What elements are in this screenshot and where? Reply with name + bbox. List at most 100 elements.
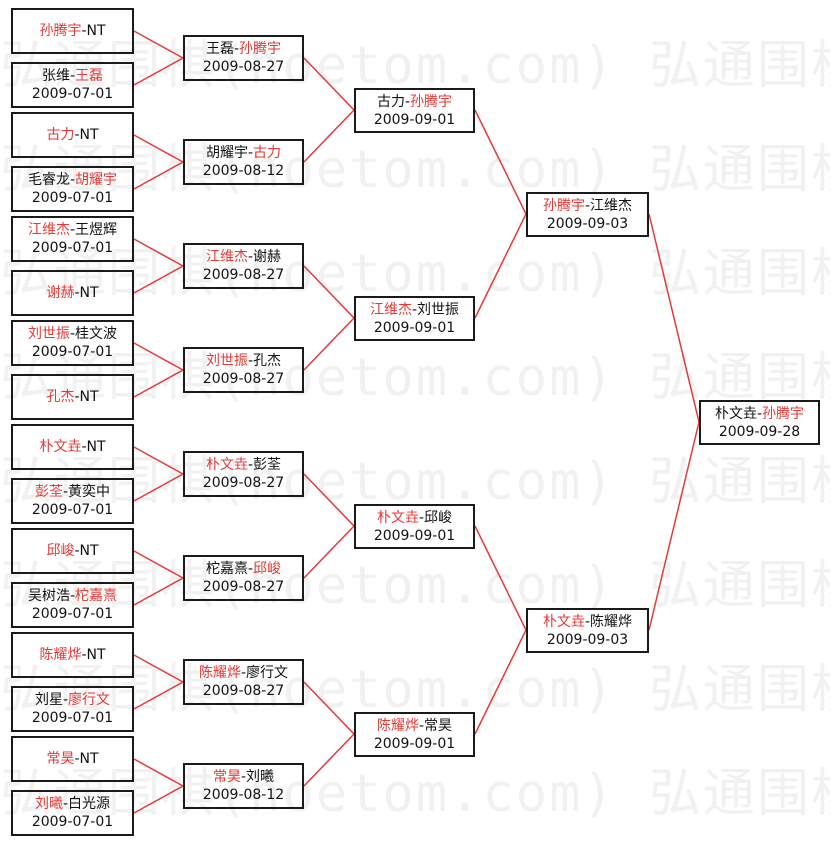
player-b: 孔杰 (253, 353, 282, 369)
match-date: 2009-07-01 (31, 710, 114, 726)
match-date: 2009-09-03 (546, 631, 629, 648)
player-b: NT (79, 543, 99, 559)
player-a: 胡耀宇 (205, 145, 248, 161)
match-box: 陈耀烨-廖行文 2009-08-27 (183, 659, 304, 705)
match-box: 毛睿龙-胡耀宇 2009-07-01 (11, 166, 134, 212)
player-a: 朴文垚 (376, 509, 419, 526)
match-box: 胡耀宇-古力 2009-08-12 (183, 139, 304, 185)
match-players: 陈耀烨-常昊 (376, 717, 453, 734)
player-a: 陈耀烨 (39, 647, 82, 663)
player-a: 刘世振 (205, 353, 248, 369)
match-box: 江维杰-王煜辉 2009-07-01 (11, 216, 134, 262)
match-players: 朴文垚-NT (39, 439, 106, 455)
player-b: 刘曦 (246, 769, 275, 785)
match-date: 2009-08-12 (202, 163, 285, 179)
match-date: 2009-08-27 (202, 371, 285, 387)
player-a: 孔杰 (46, 389, 75, 405)
match-box: 常昊-刘曦 2009-08-12 (183, 763, 304, 809)
match-date: 2009-08-27 (202, 683, 285, 699)
match-players: 刘世振-桂文波 (27, 326, 118, 342)
match-box: 王磊-孙腾宇 2009-08-27 (183, 35, 304, 81)
player-b: 常昊 (424, 717, 453, 734)
match-date: 2009-08-27 (202, 579, 285, 595)
player-a: 陈耀烨 (376, 717, 419, 734)
player-b: NT (86, 439, 106, 455)
match-box: 常昊-NT (11, 736, 134, 782)
match-box: 古力-NT (11, 112, 134, 158)
match-date: 2009-09-01 (373, 527, 456, 544)
player-a: 刘世振 (27, 326, 70, 342)
match-date: 2009-07-01 (31, 814, 114, 830)
player-a: 毛睿龙 (27, 172, 70, 188)
player-a: 江维杰 (205, 249, 248, 265)
match-date: 2009-08-27 (202, 267, 285, 283)
match-players: 朴文垚-孙腾宇 (714, 405, 805, 422)
match-players: 江维杰-王煜辉 (27, 222, 118, 238)
match-date: 2009-07-01 (31, 86, 114, 102)
match-box: 谢赫-NT (11, 270, 134, 316)
match-box: 张维-王磊 2009-07-01 (11, 62, 134, 108)
player-b: 黄奕中 (68, 484, 111, 500)
player-b: 谢赫 (253, 249, 282, 265)
match-players: 谢赫-NT (46, 285, 99, 301)
player-b: 江维杰 (590, 197, 633, 214)
match-players: 柁嘉熹-邱峻 (205, 561, 282, 577)
player-a: 张维 (41, 68, 70, 84)
player-a: 刘曦 (34, 796, 63, 812)
player-b: 柁嘉熹 (75, 588, 118, 604)
match-players: 张维-王磊 (41, 68, 104, 84)
match-box: 朴文垚-彭荃 2009-08-27 (183, 451, 304, 497)
match-players: 江维杰-谢赫 (205, 249, 282, 265)
match-players: 王磊-孙腾宇 (205, 41, 282, 57)
match-date: 2009-09-01 (373, 735, 456, 752)
match-box: 彭荃-黄奕中 2009-07-01 (11, 478, 134, 524)
match-players: 邱峻-NT (46, 543, 99, 559)
match-players: 朴文垚-彭荃 (205, 457, 282, 473)
player-a: 谢赫 (46, 285, 75, 301)
player-b: NT (79, 127, 99, 143)
match-box: 柁嘉熹-邱峻 2009-08-27 (183, 555, 304, 601)
player-a: 孙腾宇 (39, 23, 82, 39)
player-a: 朴文垚 (39, 439, 82, 455)
player-b: NT (79, 285, 99, 301)
player-b: 孙腾宇 (239, 41, 282, 57)
player-b: NT (86, 23, 106, 39)
match-players: 朴文垚-邱峻 (376, 509, 453, 526)
match-box: 江维杰-谢赫 2009-08-27 (183, 243, 304, 289)
match-box: 古力-孙腾宇 2009-09-01 (354, 88, 475, 133)
player-b: 胡耀宇 (75, 172, 118, 188)
player-b: NT (79, 751, 99, 767)
player-b: 王煜辉 (75, 222, 118, 238)
match-box: 刘世振-桂文波 2009-07-01 (11, 320, 134, 366)
match-players: 陈耀烨-廖行文 (198, 665, 289, 681)
player-b: 陈耀烨 (590, 613, 633, 630)
match-box: 孔杰-NT (11, 374, 134, 420)
player-b: 廖行文 (246, 665, 289, 681)
match-date: 2009-07-01 (31, 502, 114, 518)
match-players: 胡耀宇-古力 (205, 145, 282, 161)
player-a: 江维杰 (369, 301, 412, 318)
player-b: 邱峻 (253, 561, 282, 577)
player-b: 彭荃 (253, 457, 282, 473)
player-a: 柁嘉熹 (205, 561, 248, 577)
match-box: 吴树浩-柁嘉熹 2009-07-01 (11, 582, 134, 628)
match-players: 朴文垚-陈耀烨 (542, 613, 633, 630)
match-date: 2009-07-01 (31, 240, 114, 256)
match-box: 陈耀烨-常昊 2009-09-01 (354, 712, 475, 757)
match-players: 古力-孙腾宇 (376, 93, 453, 110)
player-b: 王磊 (75, 68, 104, 84)
player-a: 古力 (376, 93, 405, 110)
match-box: 孙腾宇-江维杰 2009-09-03 (526, 192, 649, 237)
player-b: 白光源 (68, 796, 111, 812)
player-a: 刘星 (34, 692, 63, 708)
match-box: 刘世振-孔杰 2009-08-27 (183, 347, 304, 393)
match-players: 陈耀烨-NT (39, 647, 106, 663)
match-players: 常昊-NT (46, 751, 99, 767)
match-date: 2009-07-01 (31, 190, 114, 206)
match-players: 毛睿龙-胡耀宇 (27, 172, 118, 188)
player-b: 廖行文 (68, 692, 111, 708)
match-date: 2009-09-01 (373, 111, 456, 128)
match-box: 孙腾宇-NT (11, 8, 134, 54)
player-b: 刘世振 (417, 301, 460, 318)
match-players: 刘世振-孔杰 (205, 353, 282, 369)
